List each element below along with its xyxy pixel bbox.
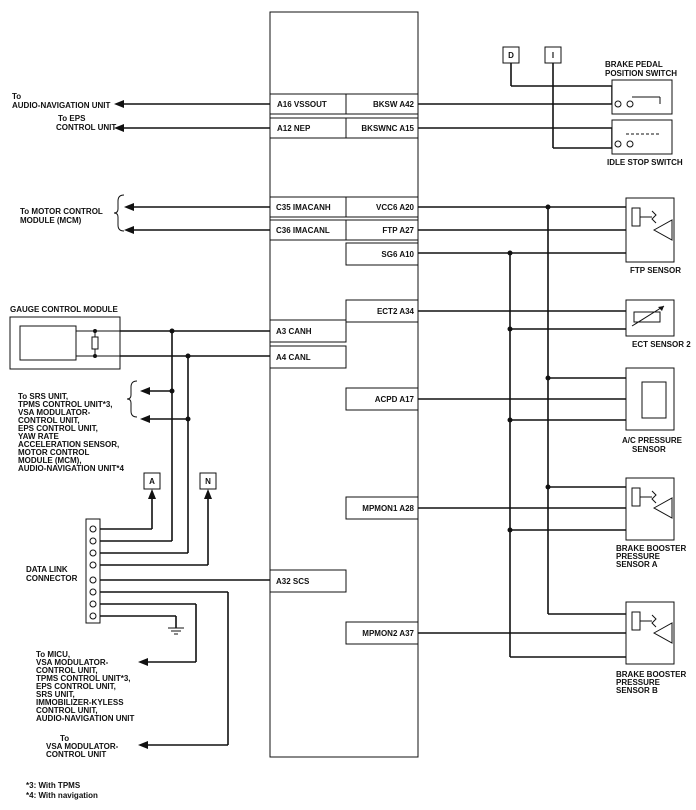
pin-a12: A12 NEP: [277, 124, 311, 133]
ftp-label: FTP SENSOR: [630, 266, 681, 275]
bbp-a-label: BRAKE BOOSTER PRESSURE SENSOR A: [616, 544, 688, 569]
pin-a32: A32 SCS: [276, 577, 310, 586]
dest-audio-nav: To AUDIO-NAVIGATION UNIT: [12, 92, 110, 110]
dest-can-group: To SRS UNIT, TPMS CONTROL UNIT*3, VSA MO…: [18, 392, 124, 473]
connector-a: A: [149, 477, 155, 486]
brake-pedal-switch: [611, 79, 673, 115]
right-wires: [418, 46, 626, 658]
connector-n-box: [199, 472, 217, 490]
idle-stop-label: IDLE STOP SWITCH: [607, 158, 683, 167]
footnote-tpms: *3: With TPMS: [26, 781, 81, 790]
pin-a42: BKSW A42: [373, 100, 415, 109]
ect2-label: ECT SENSOR 2: [632, 340, 691, 349]
gauge-label: GAUGE CONTROL MODULE: [10, 305, 119, 314]
pin-a4: A4 CANL: [276, 353, 311, 362]
bbp-sensor-a: [625, 477, 675, 541]
dest-vsa: To VSA MODULATOR- CONTROL UNIT: [46, 734, 121, 759]
pin-a3: A3 CANH: [276, 327, 312, 336]
dest-eps: To EPS CONTROL UNIT: [56, 114, 116, 132]
gauge-control-module: [9, 316, 121, 370]
data-link-connector: [85, 518, 101, 624]
ect-sensor-2: [625, 299, 675, 337]
left-wires: [100, 100, 270, 749]
pin-a20: VCC6 A20: [376, 203, 414, 212]
connector-a-box: [143, 472, 161, 490]
pin-a17: ACPD A17: [375, 395, 415, 404]
ftp-sensor: [625, 197, 675, 263]
bbp-sensor-b: [625, 601, 675, 665]
ecm-right-pins: [345, 93, 419, 645]
pin-a34: ECT2 A34: [377, 307, 415, 316]
brake-switch-label: BRAKE PEDAL POSITION SWITCH: [605, 60, 677, 78]
pin-a15: BKSWNC A15: [361, 124, 414, 133]
pin-a27: FTP A27: [382, 226, 414, 235]
idle-stop-switch: [611, 119, 673, 155]
pin-c36: C36 IMACANL: [276, 226, 330, 235]
pin-a10: SG6 A10: [381, 250, 414, 259]
dest-mcm: To MOTOR CONTROL MODULE (MCM): [20, 207, 105, 225]
connector-d: D: [508, 51, 514, 60]
footnote-navigation: *4: With navigation: [26, 791, 98, 800]
connector-n: N: [205, 477, 211, 486]
bbp-b-label: BRAKE BOOSTER PRESSURE SENSOR B: [616, 670, 688, 695]
pin-c35: C35 IMACANH: [276, 203, 331, 212]
pin-a37: MPMON2 A37: [362, 629, 414, 638]
ac-pressure-sensor: [625, 367, 675, 431]
ac-label: A/C PRESSURE SENSOR: [622, 436, 684, 454]
dest-micu-group: To MICU, VSA MODULATOR- CONTROL UNIT, TP…: [36, 650, 134, 723]
pin-a28: MPMON1 A28: [362, 504, 414, 513]
dlc-label: DATA LINK CONNECTOR: [26, 565, 78, 583]
pin-a16: A16 VSSOUT: [277, 100, 327, 109]
connector-i: I: [552, 51, 554, 60]
